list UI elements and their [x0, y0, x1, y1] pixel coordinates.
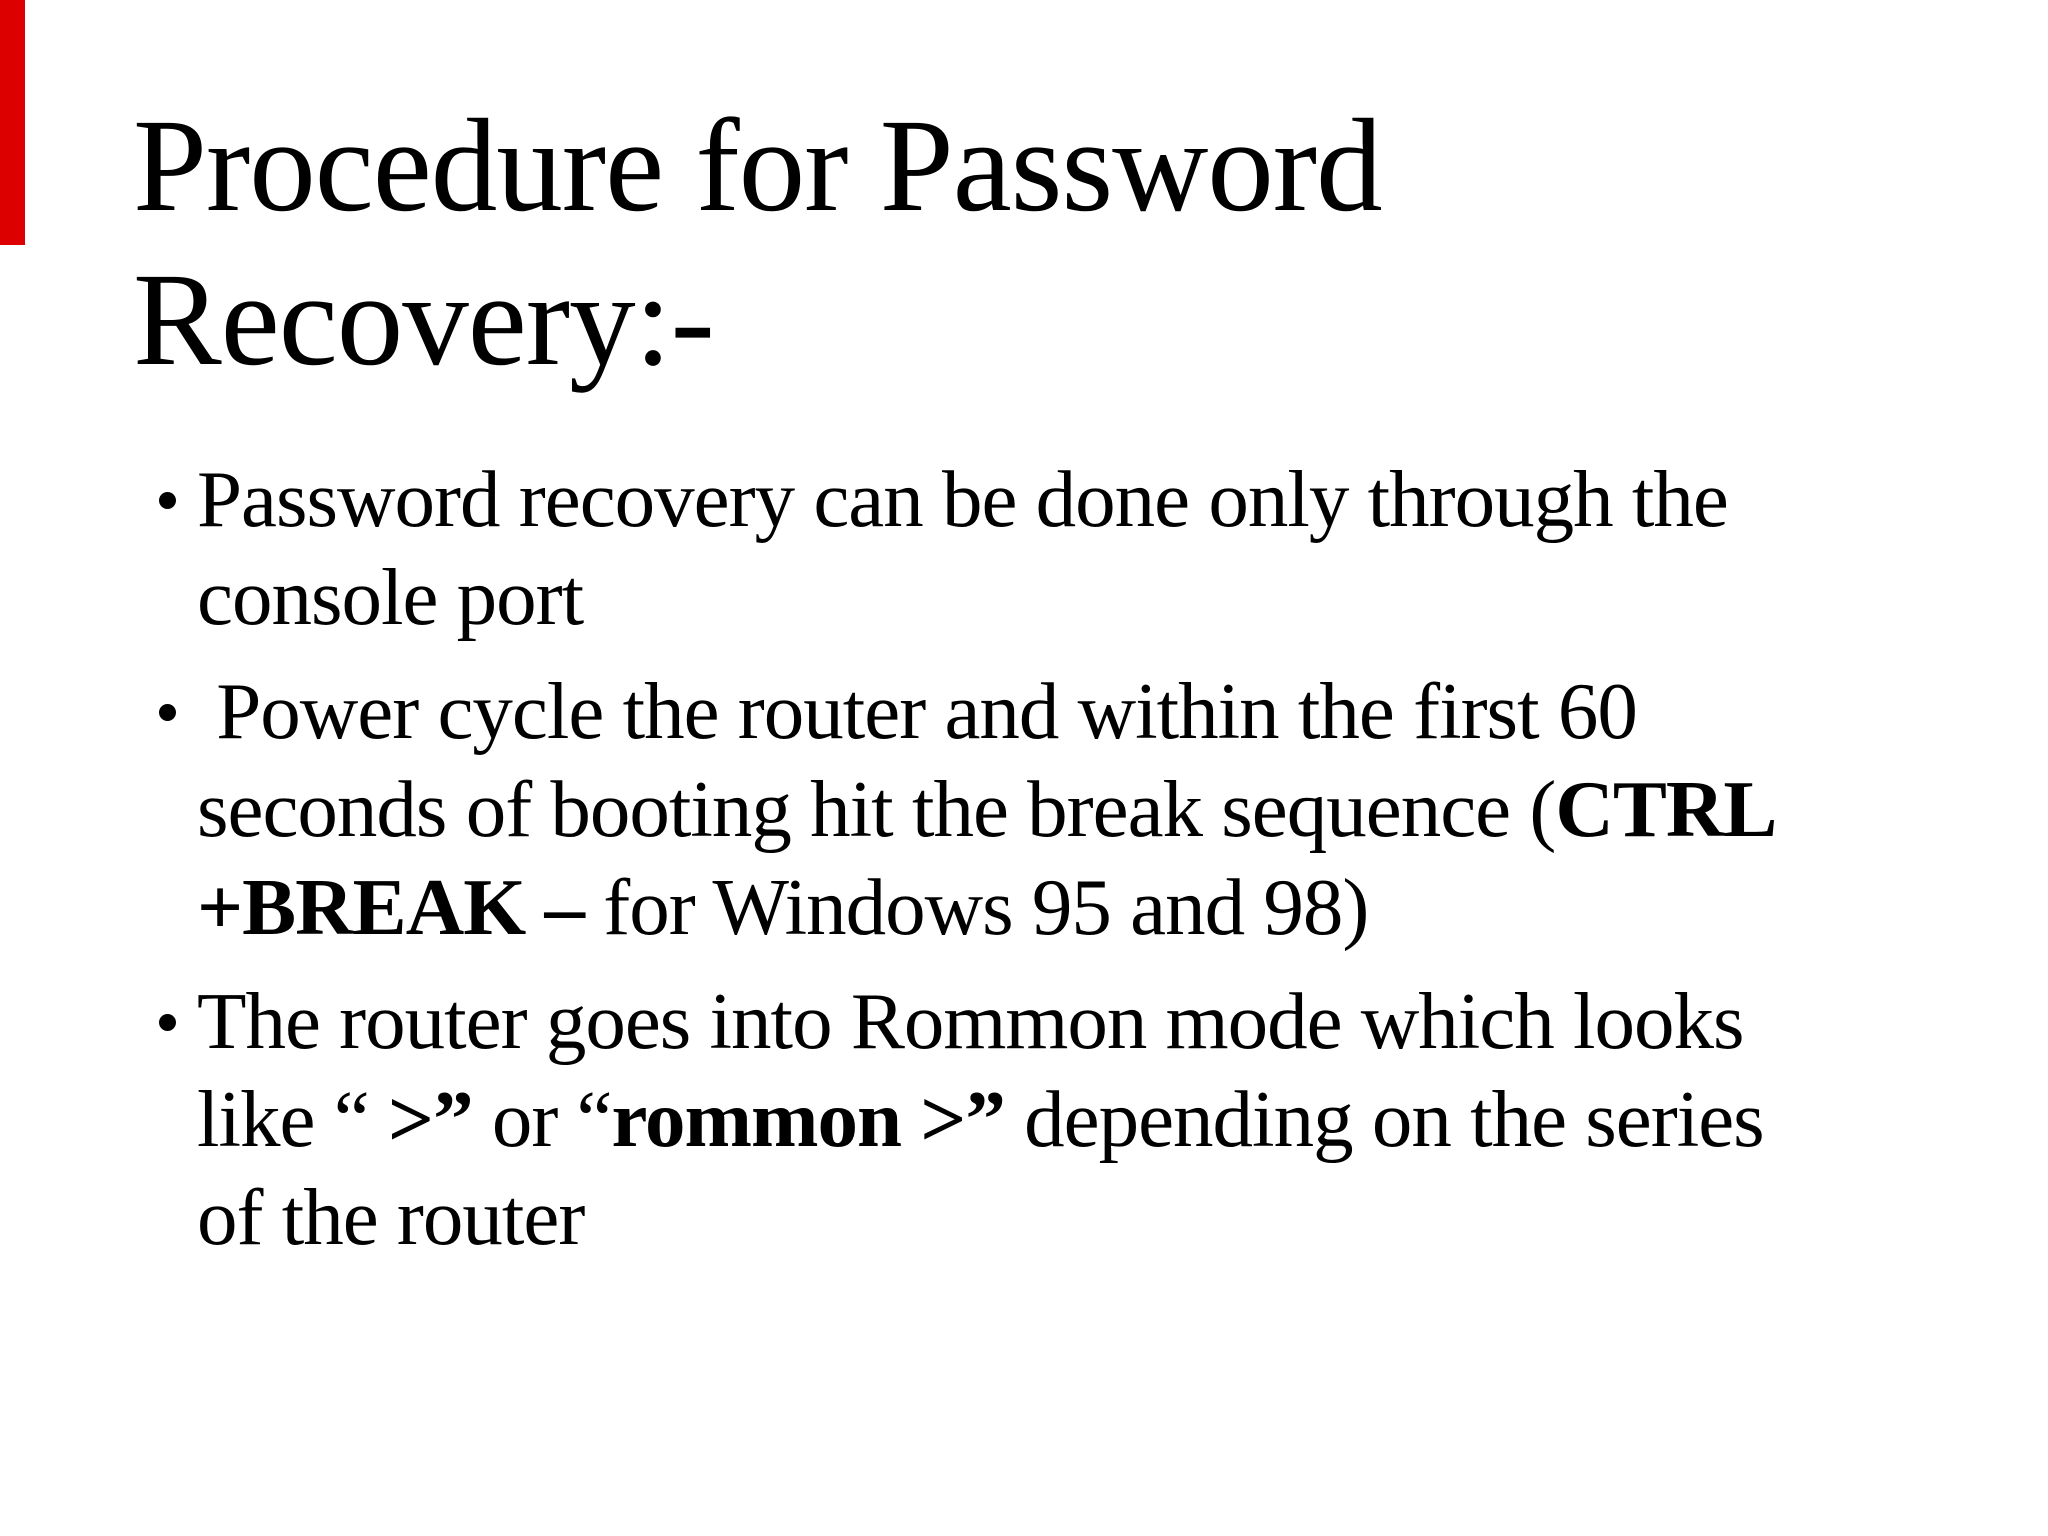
- bullet-item: The router goes into Rommon mode which l…: [159, 972, 1776, 1266]
- text-run: The router goes into Rommon mode which l…: [197, 976, 1745, 1164]
- bullet-text: The router goes into Rommon mode which l…: [197, 972, 1776, 1266]
- text-run: or “: [472, 1074, 613, 1164]
- bullet-marker: [159, 704, 176, 721]
- bullet-marker: [159, 1014, 176, 1031]
- bullet-text: Power cycle the router and within the fi…: [197, 662, 1777, 956]
- bullet-list: Password recovery can be done only throu…: [159, 450, 1777, 1282]
- text-run: Power cycle the router and within the fi…: [197, 666, 1638, 854]
- slide-title: Procedure for Password Recovery:-: [133, 91, 1383, 393]
- bullet-text: Password recovery can be done only throu…: [197, 450, 1776, 646]
- text-run: depending on the series of the router: [197, 1074, 1765, 1262]
- bold-text-run: CTRL +BREAK –: [197, 764, 1777, 952]
- left-accent-bar: [0, 0, 25, 245]
- bold-text-run: >”: [387, 1074, 474, 1164]
- text-run: Password recovery can be done only throu…: [197, 454, 1729, 642]
- bullet-item: Power cycle the router and within the fi…: [159, 662, 1777, 956]
- bullet-marker: [159, 492, 176, 509]
- bold-text-run: rommon >”: [611, 1074, 1006, 1164]
- text-run: for Windows 95 and 98): [583, 862, 1369, 952]
- bullet-item: Password recovery can be done only throu…: [159, 450, 1776, 646]
